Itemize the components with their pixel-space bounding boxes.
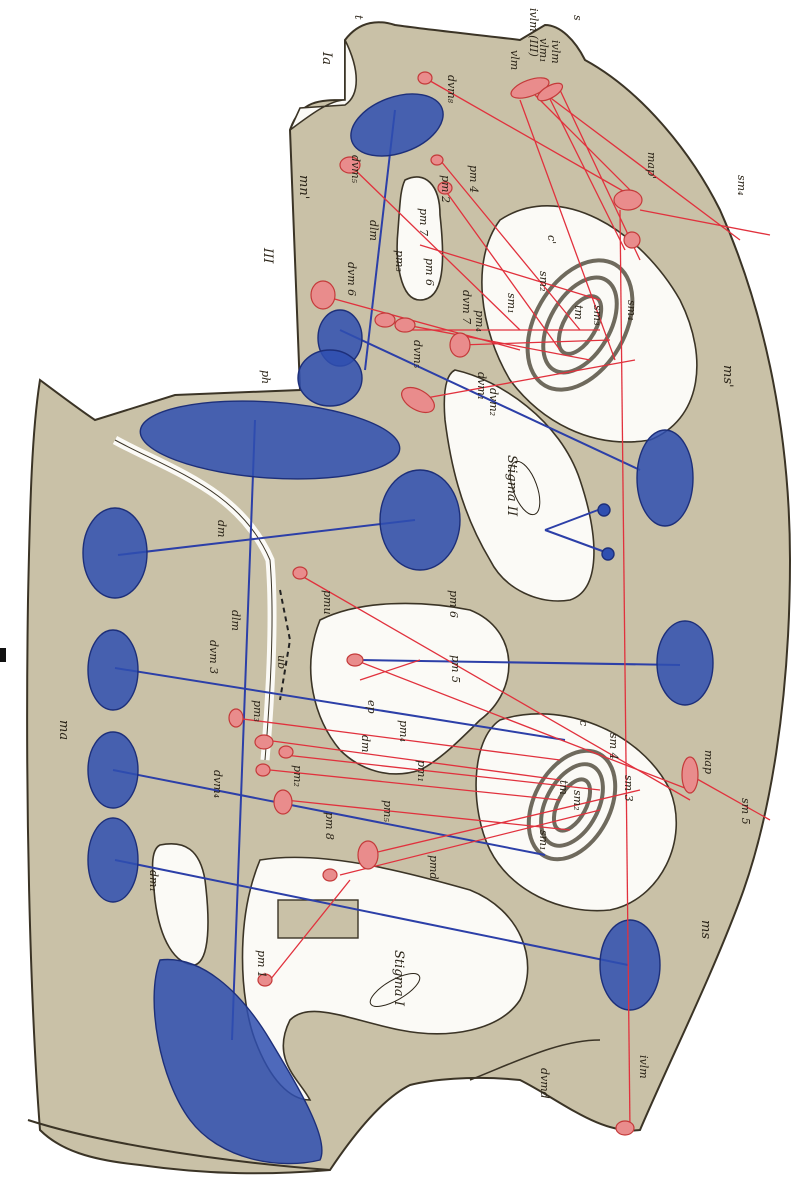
label-pm5: pm 5 — [449, 655, 462, 683]
label-pm-6b: pm 6 — [423, 258, 436, 286]
label-vlm: vlm — [508, 50, 521, 70]
label-dvm3: dvm 3 — [207, 640, 220, 674]
label-ub: ub — [275, 655, 288, 669]
label-map: map — [702, 750, 715, 774]
label-ivlm: ivlm — [637, 1055, 650, 1079]
label-sm4: sm 4 — [607, 733, 620, 760]
label-pm-a: pm₁ — [415, 760, 428, 782]
label-dlm-right: dlm — [367, 220, 380, 241]
label-dvm2: dvm₂ — [487, 388, 500, 416]
label-dvm7: dvm 7 — [460, 290, 473, 324]
label-pm1: pm 1 — [255, 950, 268, 978]
label-ph: ph — [259, 370, 272, 384]
label-dm-mid: dm — [359, 735, 372, 752]
label-dm1: dm₁ — [147, 870, 160, 892]
label-mn-prime: mn' — [296, 175, 311, 199]
label-dm: dm — [215, 520, 228, 537]
label-stigma-II: Stigma II — [504, 455, 519, 517]
label-sm1: sm₁ — [537, 830, 550, 851]
label-map-prime: map' — [645, 152, 658, 179]
label-pmd: pmd — [427, 855, 440, 880]
label-c: c — [577, 720, 590, 726]
label-stigma-I: Stigma I — [391, 950, 406, 1007]
label-ep: ep — [365, 700, 378, 714]
label-dvmd: dvmd — [538, 1068, 551, 1099]
label-pm-c: pm₃ — [251, 700, 264, 722]
label-ma: ma — [56, 720, 71, 740]
label-ms-prime: ms' — [720, 365, 735, 388]
label-sm-r4: sm₄ — [625, 300, 638, 321]
label-la: Ia — [319, 51, 334, 65]
label-c-prime: c' — [545, 235, 558, 244]
label-sm2: sm₂ — [571, 790, 584, 811]
label-sm3: sm 3 — [622, 775, 635, 802]
label-pmu: pmu — [321, 590, 334, 615]
label-tm-r: tm — [572, 305, 585, 320]
label-dvm5-top: dvm₅ — [349, 155, 362, 184]
label-vlm1: vlm₁ — [537, 38, 550, 63]
label-pm8: pm 8 — [323, 812, 336, 840]
label-ivlm-top: ivlm — [549, 40, 562, 64]
label-sm-r3: sm₃ — [591, 305, 604, 326]
label-t: t — [352, 15, 365, 20]
label-pm2: pm 2 — [439, 175, 452, 203]
label-pm-h: pm₄ — [397, 720, 410, 742]
label-sm-r2: sm₂ — [537, 271, 550, 292]
label-dlm: dlm — [229, 610, 242, 631]
label-sm5: sm 5 — [739, 798, 752, 825]
label-pm6: pm 6 — [447, 590, 460, 618]
label-tm: tm — [557, 780, 570, 795]
label-dvm6: dvm 6 — [345, 262, 358, 296]
label-s: s — [571, 15, 584, 21]
label-dvm1: dvm₁ — [475, 372, 488, 400]
label-III: III — [260, 247, 275, 264]
label-ms: ms — [698, 920, 713, 939]
label-pm4: pm 4 — [467, 165, 480, 193]
label-sm-r1: sm₁ — [505, 293, 518, 314]
label-sm-r4b: sm₄ — [735, 175, 748, 196]
label-dvm5-mid: dvm₅ — [411, 340, 424, 369]
scan-edge-mark — [0, 648, 6, 662]
label-dvm8: dvm₈ — [445, 75, 458, 104]
label-pm7: pm 7 — [417, 208, 430, 236]
label-pm3: pm₃ — [393, 250, 406, 272]
label-pm-d: pm₄ — [473, 310, 486, 332]
label-pm-b: pm₂ — [291, 765, 304, 787]
label-pm-g: pm₅ — [381, 800, 394, 822]
label-dvm4: dvm₄ — [211, 770, 224, 798]
